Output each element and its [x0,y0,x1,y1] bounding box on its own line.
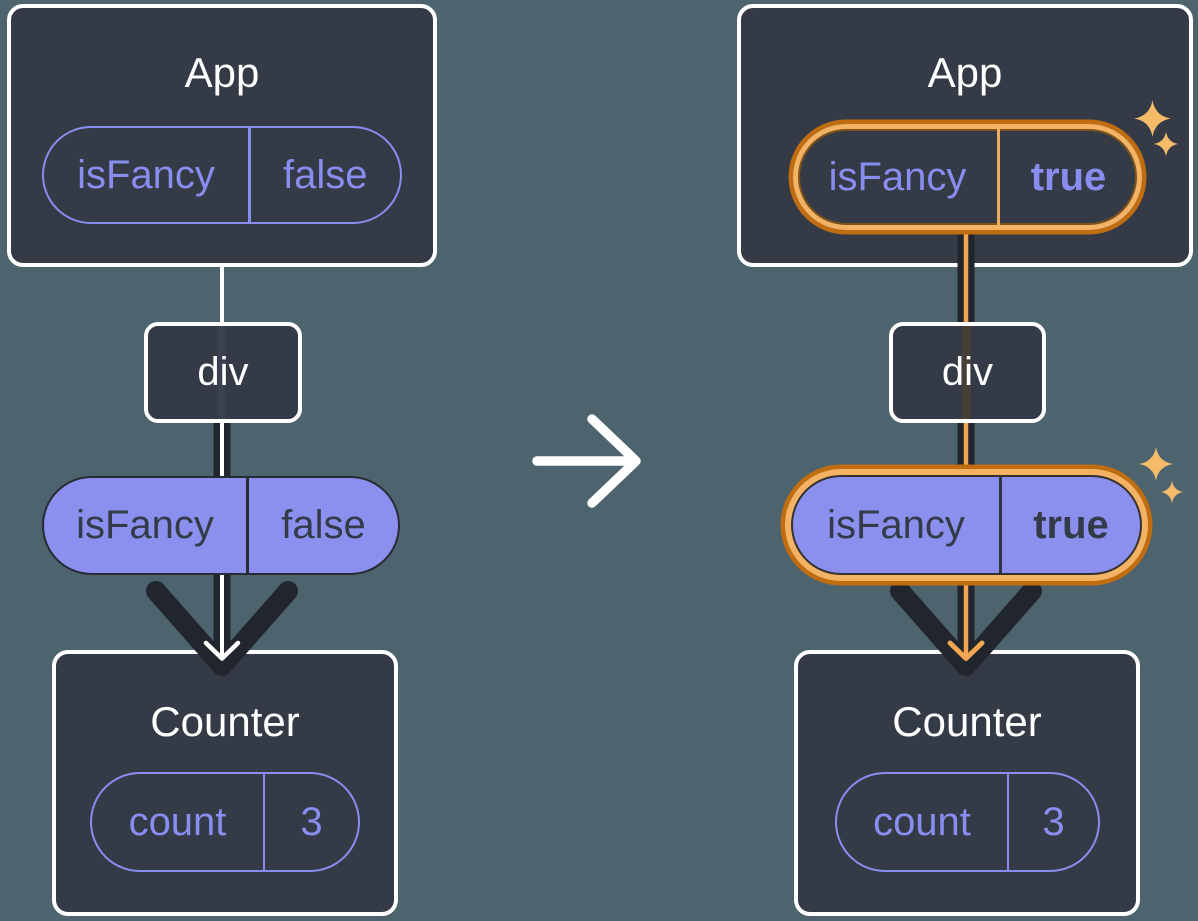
pill-value: 3 [1042,799,1065,844]
pill-value: 3 [300,799,323,844]
left-app-state-pill: isFancy false [42,126,402,224]
pill-key: count [873,799,971,844]
left-prop-pill: isFancy false [42,476,400,575]
right-prop-pill: isFancy true [791,475,1142,575]
transition-arrow-icon [532,414,641,508]
left-counter-state-pill: count 3 [90,772,360,872]
pill-key: count [128,799,227,844]
right-div-label: div [941,350,994,394]
left-counter-title: Counter [150,698,300,745]
left-div-node-box: div [144,322,302,423]
right-tree-connector [890,233,1042,676]
sparkle-icon [1133,99,1172,138]
left-arrowhead-outer [146,581,298,676]
right-counter-title: Counter [892,698,1042,745]
pill-divider [1007,774,1009,870]
pill-value: false [283,152,368,197]
right-app-state-pill: isFancy true [793,124,1142,230]
left-arrowhead-inner [203,640,241,661]
pill-value: true [1033,502,1109,547]
pill-key: isFancy [76,503,214,547]
pill-key: isFancy [827,502,965,547]
sparkle-icon [1160,480,1184,504]
pill-value: false [281,503,366,547]
pill-value: true [1030,154,1107,199]
sparkle-icon [1153,131,1179,157]
left-div-line-stripe [218,326,225,419]
pill-divider [248,128,251,222]
right-app-title: App [927,49,1003,96]
right-div-line-stripe [962,326,971,419]
left-app-title: App [184,49,260,96]
right-arrowhead-inner [947,640,985,661]
pill-divider [263,774,265,870]
pill-key: isFancy [77,152,215,197]
right-arrowhead-outer [890,581,1042,676]
right-div-node-box: div [889,322,1046,423]
pill-divider [997,129,1000,225]
right-counter-state-pill: count 3 [835,772,1100,872]
pill-divider [246,478,249,573]
left-div-label: div [197,350,249,394]
pill-key: isFancy [828,154,967,199]
pill-divider [999,477,1002,573]
sparkle-icon [1138,446,1174,482]
